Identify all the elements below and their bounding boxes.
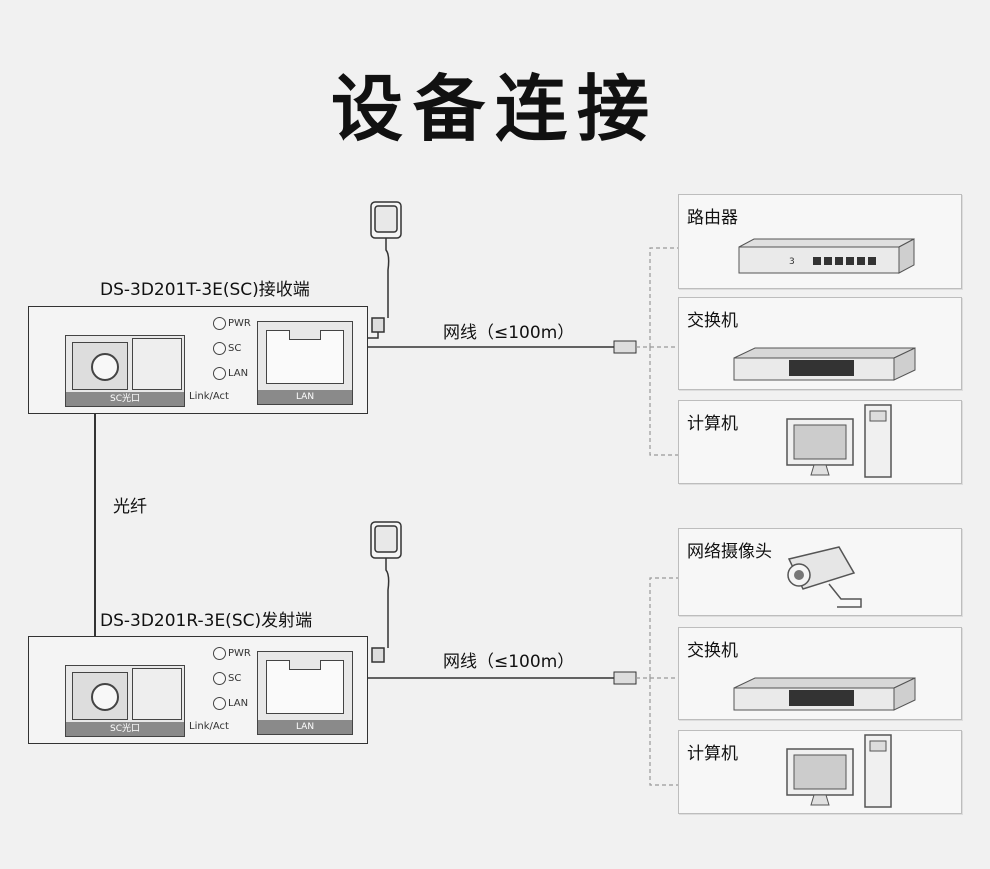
computer-icon: [786, 404, 892, 478]
panel-switch-bottom: 交换机: [678, 627, 962, 720]
panel-label: 交换机: [687, 641, 738, 661]
fiber-port-icon: [91, 683, 119, 711]
router-icon: 3: [738, 238, 915, 274]
panel-label: 路由器: [687, 208, 738, 228]
panel-switch: 交换机: [678, 297, 962, 390]
transmitter-device: SC光口 PWR SC LAN Link/Act LAN: [28, 636, 368, 744]
switch-icon: [733, 347, 916, 381]
lan-caption: LAN: [258, 720, 352, 734]
power-adapter-top: [370, 201, 402, 333]
camera-icon: [787, 546, 862, 608]
fiber-port-icon: [91, 353, 119, 381]
page-title: 设备连接: [330, 67, 659, 151]
lan-port: LAN: [257, 321, 353, 405]
panel-label: 网络摄像头: [687, 542, 772, 562]
led-lan: LAN: [213, 697, 248, 710]
sc-port: SC光口: [65, 665, 185, 737]
power-adapter-bottom: [370, 521, 402, 663]
led-pwr: PWR: [213, 647, 251, 660]
panel-label: 计算机: [687, 744, 738, 764]
led-lan: LAN: [213, 367, 248, 380]
sc-caption: SC光口: [66, 392, 184, 406]
sc-caption: SC光口: [66, 722, 184, 736]
link-act-label: Link/Act: [189, 721, 229, 732]
panel-label: 交换机: [687, 311, 738, 331]
svg-text:3: 3: [789, 257, 795, 267]
lan-caption: LAN: [258, 390, 352, 404]
panel-computer: 计算机: [678, 400, 962, 484]
sc-port: SC光口: [65, 335, 185, 407]
cable-label-bottom: 网线（≤100m）: [443, 652, 575, 672]
receiver-device: SC光口 PWR SC LAN Link/Act LAN: [28, 306, 368, 414]
cable-label-top: 网线（≤100m）: [443, 323, 575, 343]
panel-computer-bottom: 计算机: [678, 730, 962, 814]
panel-camera: 网络摄像头: [678, 528, 962, 616]
link-act-label: Link/Act: [189, 391, 229, 402]
computer-icon: [786, 734, 892, 808]
led-sc: SC: [213, 672, 241, 685]
transmitter-label: DS-3D201R-3E(SC)发射端: [100, 611, 313, 631]
switch-icon: [733, 677, 916, 711]
receiver-label: DS-3D201T-3E(SC)接收端: [100, 280, 310, 300]
panel-router: 路由器 3: [678, 194, 962, 289]
led-pwr: PWR: [213, 317, 251, 330]
lan-port: LAN: [257, 651, 353, 735]
led-sc: SC: [213, 342, 241, 355]
fiber-label: 光纤: [113, 497, 147, 517]
panel-label: 计算机: [687, 414, 738, 434]
